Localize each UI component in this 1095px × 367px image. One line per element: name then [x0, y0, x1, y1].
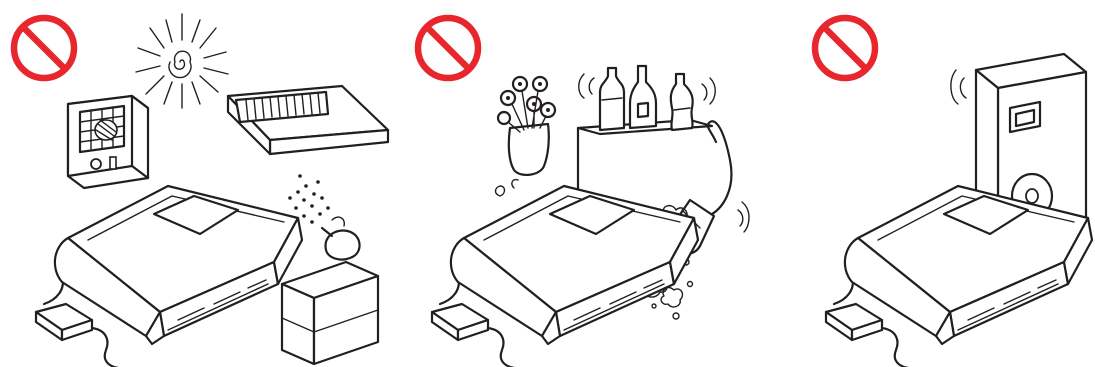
panel-2	[418, 18, 749, 367]
heater-icon	[68, 96, 148, 188]
flower-vase-icon	[496, 77, 556, 196]
humidifier-icon	[282, 174, 378, 364]
prohibition-icon	[14, 18, 74, 78]
prohibition-icon	[815, 18, 875, 78]
sun-icon	[136, 14, 228, 108]
shelf-icon	[578, 120, 712, 190]
scanner-icon	[36, 186, 302, 367]
air-conditioner-icon	[228, 86, 388, 154]
prohibition-icon	[418, 18, 478, 78]
scanner-icon	[432, 186, 698, 367]
scanner-icon	[826, 186, 1092, 367]
panel-3	[815, 18, 1092, 367]
panel-1	[14, 14, 388, 367]
